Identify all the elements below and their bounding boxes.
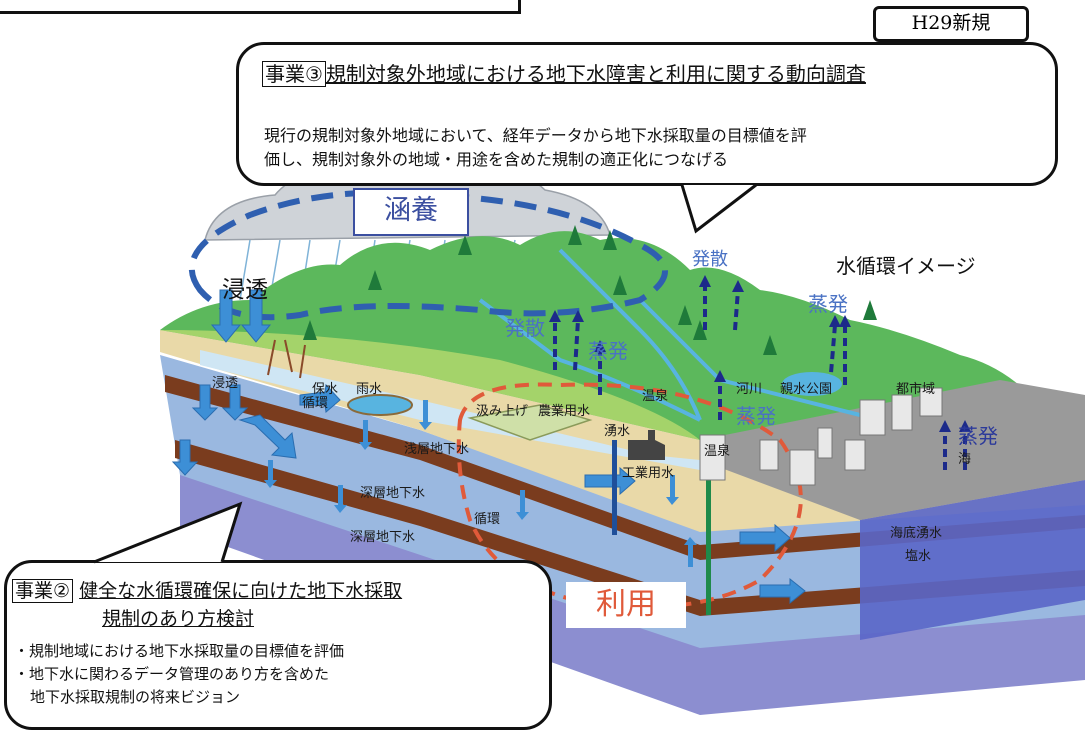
usage-dashed-loop [456, 382, 803, 610]
evaporation-arrowheads [549, 275, 971, 432]
callout-2-bullet-3: 地下水採取規制の将来ビジョン [30, 688, 241, 706]
shinsui-label: 親水公園 [780, 382, 833, 397]
tree-roots [267, 339, 306, 379]
callout-2-body: ・規制地域における地下水採取量の目標値を評価 ・地下水に関わるデータ管理のあり方… [14, 640, 344, 709]
park-pond [782, 372, 842, 396]
hills-lower [160, 330, 700, 440]
kougyou-label: 工業用水 [622, 466, 675, 481]
recharge-dashed-loop [188, 189, 668, 321]
shallow-water [200, 350, 700, 470]
callout-3-pointer [680, 183, 757, 234]
callout-2-heading: 事業② 健全な水循環確保に向けた地下水採取 [12, 578, 402, 605]
ensui-label: 塩水 [905, 549, 932, 564]
kanyou-label: 涵養 [384, 195, 438, 226]
jouhatsu-label-3: 蒸発 [736, 404, 776, 428]
project-3-title: 規制対象外地域における地下水障害と利用に関する動向調査 [325, 62, 866, 86]
kasen-label: 河川 [736, 382, 763, 397]
jouhatsu-label-1: 蒸発 [808, 292, 848, 316]
project-2-label: 事業② [12, 579, 74, 603]
sea [860, 480, 1085, 640]
onsen-label-1: 温泉 [642, 389, 669, 404]
project-3-label: 事業③ [262, 61, 326, 87]
trees [303, 225, 877, 355]
kumiage-label: 汲み上げ [476, 404, 529, 419]
yusui-label: 湧水 [604, 424, 631, 439]
evaporation-arrows [553, 285, 967, 470]
riyou-box: 利用 [566, 582, 686, 628]
junkan-top-label: 循環 [302, 396, 329, 411]
well-pipe-1 [612, 440, 617, 535]
callout-project-3 [236, 42, 1058, 186]
riyou-label: 利用 [596, 587, 656, 622]
onsen-label-2: 温泉 [704, 444, 731, 459]
shinso-label-2: 深層地下水 [350, 530, 416, 545]
bedrock-layer [180, 470, 1085, 715]
well-pipe-2 [706, 470, 711, 615]
aquifer-layer [160, 355, 1085, 648]
kanyou-box: 涵養 [353, 188, 469, 236]
hosui-label: 保水 [312, 382, 339, 397]
nougyou-label: 農業用水 [538, 404, 591, 419]
city-buildings [699, 387, 943, 486]
clay-band-upper [165, 375, 1085, 560]
callout-3-body: 現行の規制対象外地域において、経年データから地下水採取量の目標値を評 価し、規制… [264, 124, 807, 172]
kaitei-label: 海底湧水 [890, 526, 943, 541]
umi-label: 海 [958, 452, 972, 467]
callout-3-body-line-2: 価し、規制対象外の地域・用途を含めた規制の適正化につなげる [264, 150, 729, 169]
clay-band-lower [175, 440, 1085, 616]
infiltration-arrows [171, 289, 806, 605]
senso-label: 浅層地下水 [404, 442, 470, 457]
junkan-bottom-label: 循環 [474, 512, 501, 527]
year-tag: H29新規 [873, 6, 1029, 42]
shintou-label: 浸透 [212, 376, 239, 391]
factory [628, 430, 665, 460]
hassan-label-1: 発散 [692, 249, 728, 270]
callout-project-2 [4, 560, 552, 730]
farm-field [467, 404, 593, 441]
project-2-title-line-2: 規制のあり方検討 [102, 608, 255, 630]
callout-2-bullet-2: ・地下水に関わるデータ管理のあり方を含めた [14, 665, 330, 683]
callout-3-body-line-1: 現行の規制対象外地域において、経年データから地下水採取量の目標値を評 [264, 126, 807, 145]
shinso-label-1: 深層地下水 [360, 486, 426, 501]
toshi-label: 都市域 [896, 382, 936, 397]
project-2-title-line-1: 健全な水循環確保に向けた地下水採取 [79, 580, 403, 602]
callout-2-bullet-1: ・規制地域における地下水採取量の目標値を評価 [14, 642, 345, 660]
hassan-label-2: 発散 [505, 316, 545, 340]
jouhatsu-label-4: 蒸発 [958, 424, 998, 448]
previous-panel-edge [0, 0, 521, 14]
callout-2-pointer [93, 501, 243, 564]
jouhatsu-label-2: 蒸発 [588, 339, 628, 363]
shintou-top-label: 浸透 [222, 277, 268, 303]
amamizu-label: 雨水 [356, 382, 383, 397]
groundwater-flow-dashes [264, 400, 697, 567]
pond [347, 394, 413, 416]
diagram-title: 水循環イメージ [836, 254, 976, 278]
